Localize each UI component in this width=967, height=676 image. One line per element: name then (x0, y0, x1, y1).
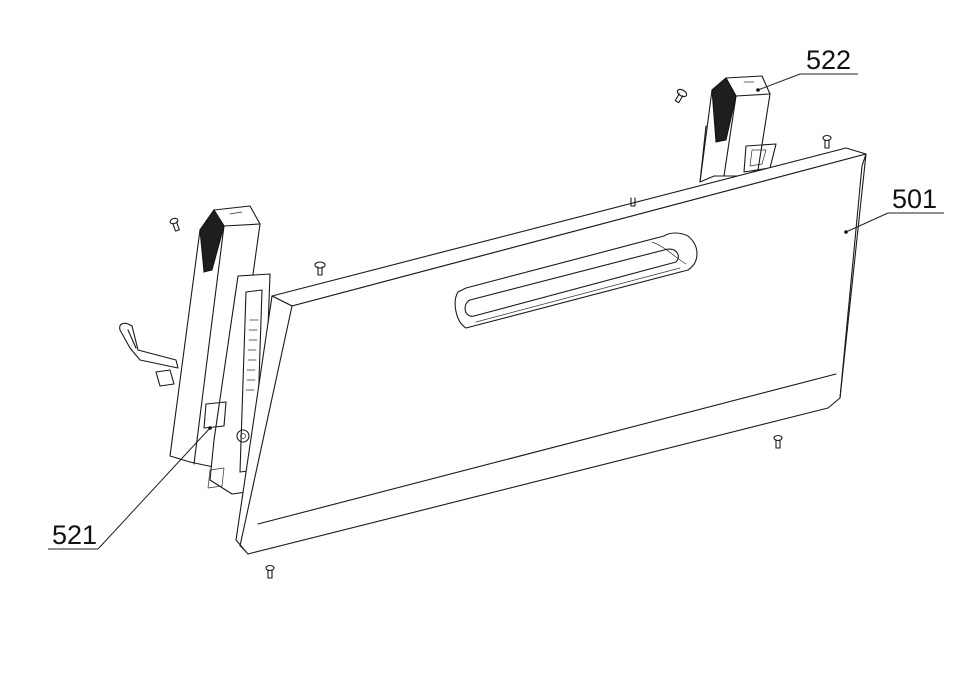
left-hinge-521 (119, 205, 271, 495)
screw (265, 564, 275, 579)
screws (169, 88, 832, 579)
right-hinge-522 (699, 75, 777, 183)
callout-label-521: 521 (52, 520, 97, 550)
screw (630, 197, 636, 207)
screw (169, 217, 180, 232)
door-panel-501 (235, 147, 867, 555)
callout-501: 501 (844, 184, 944, 234)
callout-522: 522 (756, 45, 858, 92)
callout-521: 521 (48, 426, 212, 550)
screw (822, 134, 832, 149)
screw (314, 261, 326, 276)
screw (674, 88, 688, 104)
screw (773, 434, 783, 449)
callout-label-522: 522 (806, 45, 851, 75)
callout-label-501: 501 (892, 184, 937, 214)
